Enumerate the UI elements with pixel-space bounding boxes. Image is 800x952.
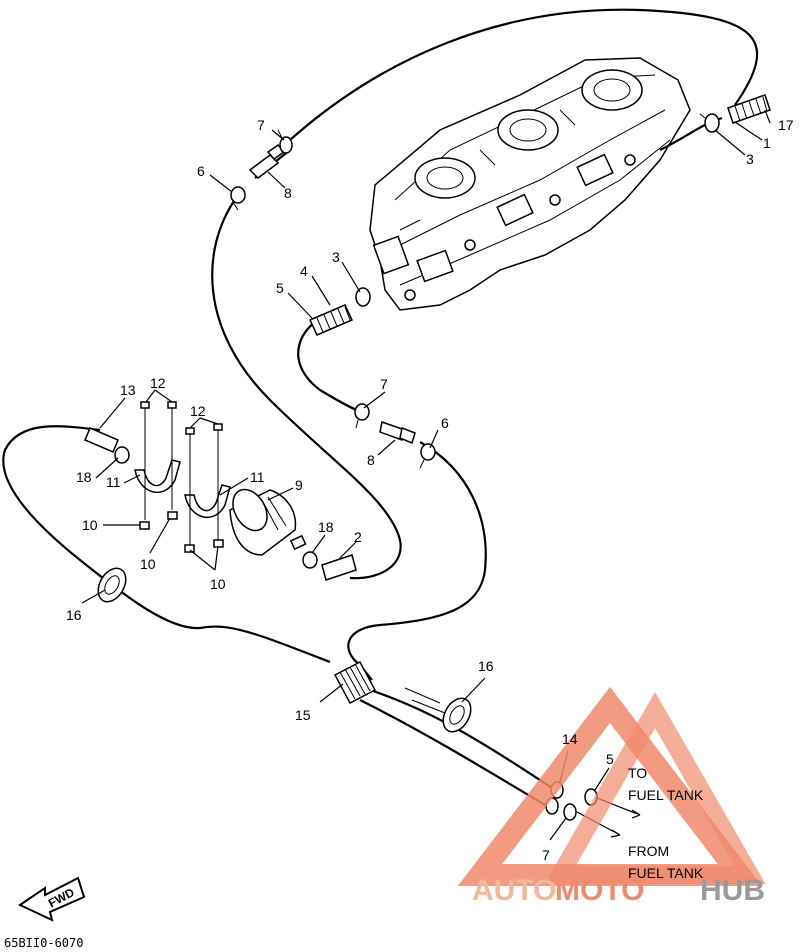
spring-4	[308, 287, 371, 336]
callout-14: 14	[562, 731, 578, 747]
callout-9: 9	[295, 477, 303, 493]
spring-sleeve-17	[727, 94, 771, 124]
hose-2	[321, 554, 357, 581]
svg-text:AUTO: AUTO	[472, 874, 556, 907]
note-to-line2: FUEL TANK	[628, 787, 704, 803]
note-from-line2: FUEL TANK	[628, 865, 704, 881]
brackets-11	[134, 401, 231, 553]
fuel-tank-notes: TO FUEL TANK FROM FUEL TANK	[628, 765, 704, 881]
grommet-16-left	[97, 567, 127, 603]
callout-7: 7	[542, 847, 550, 863]
callout-3: 3	[332, 249, 340, 265]
note-from-line1: FROM	[628, 843, 669, 859]
callout-6: 6	[441, 415, 449, 431]
fitting-8-upper	[230, 129, 293, 211]
callout-5: 5	[276, 280, 284, 296]
svg-text:MOTO: MOTO	[555, 874, 644, 907]
callout-18: 18	[318, 519, 334, 535]
callout-11: 11	[106, 474, 121, 490]
callout-labels: 17 1 3 7 8 6 3 4 5 7 6 8 13 12 12 18 11 …	[66, 117, 794, 863]
grommet-16-right	[442, 697, 472, 733]
fitting-8-lower	[354, 403, 436, 469]
callout-8: 8	[284, 185, 292, 201]
callout-3: 3	[746, 151, 754, 167]
watermark-logo	[457, 686, 766, 886]
callout-16: 16	[478, 658, 494, 674]
callout-7: 7	[380, 376, 388, 392]
clamp-3-upper	[699, 113, 720, 133]
callout-7: 7	[257, 117, 265, 133]
callout-13: 13	[120, 382, 136, 398]
callout-4: 4	[300, 263, 308, 279]
callout-18: 18	[76, 469, 92, 485]
watermark-text: AUTO MOTO HUB	[472, 874, 765, 907]
callout-1: 1	[763, 135, 771, 151]
callout-2: 2	[354, 529, 362, 545]
callout-5: 5	[606, 751, 614, 767]
callout-11: 11	[250, 469, 265, 485]
callout-12: 12	[150, 375, 166, 391]
diagram-code: 65BII0-6070	[4, 936, 83, 950]
callout-6: 6	[197, 163, 205, 179]
callout-8: 8	[367, 452, 375, 468]
callout-16: 16	[66, 607, 82, 623]
fwd-arrow: FWD	[17, 876, 86, 922]
svg-text:HUB: HUB	[700, 874, 765, 907]
carburetor-assembly	[369, 57, 691, 311]
fuel-filter-9	[229, 488, 318, 569]
callout-15: 15	[295, 707, 311, 723]
callout-10: 10	[82, 517, 98, 533]
note-to-line1: TO	[628, 765, 647, 781]
hose-13	[84, 427, 130, 464]
callout-10: 10	[140, 556, 156, 572]
spring-15	[333, 660, 377, 705]
callout-12: 12	[190, 403, 206, 419]
callout-10: 10	[210, 576, 226, 592]
callout-17: 17	[778, 117, 794, 133]
